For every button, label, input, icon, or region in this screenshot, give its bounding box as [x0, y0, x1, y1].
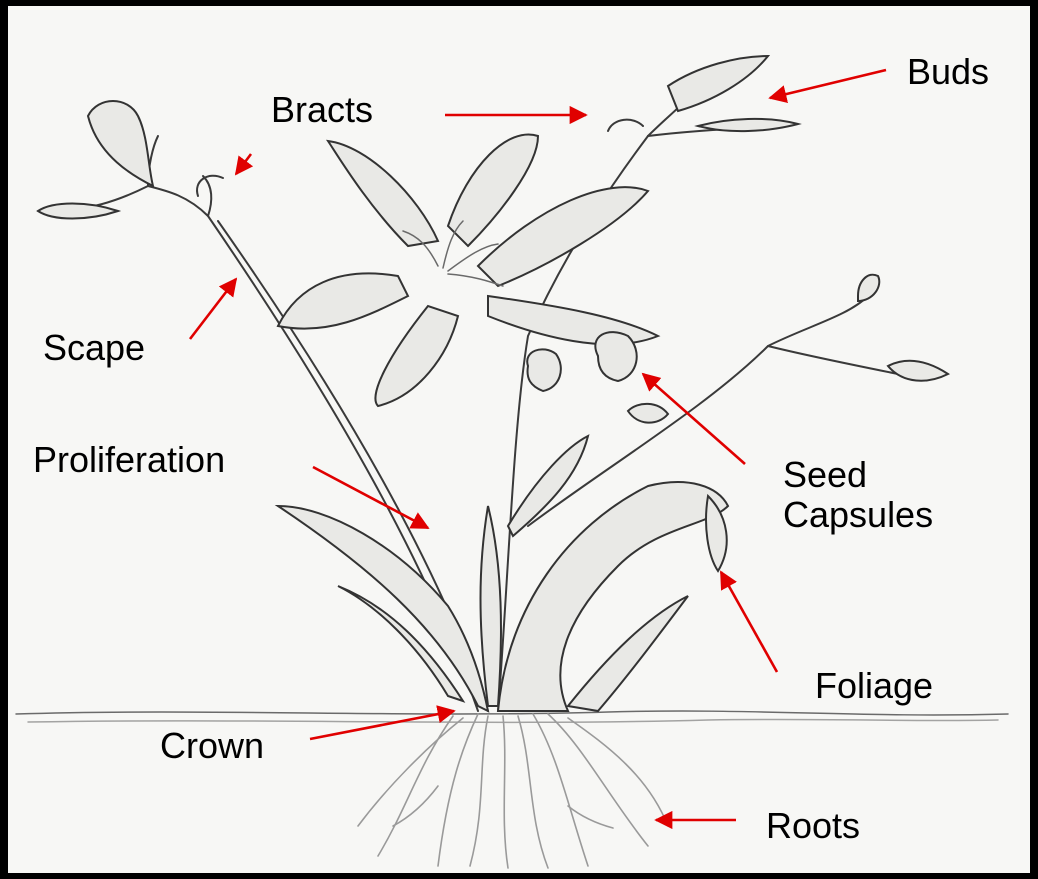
label-scape: Scape	[43, 328, 145, 368]
label-buds: Buds	[907, 52, 989, 92]
diagram-frame: Buds Bracts Scape Proliferation Seed Cap…	[8, 6, 1030, 873]
label-foliage: Foliage	[815, 666, 933, 706]
bracts	[197, 120, 643, 196]
arrow-buds	[770, 70, 886, 98]
arrow-foliage	[721, 572, 777, 672]
roots	[358, 714, 668, 868]
foliage	[278, 436, 728, 711]
label-proliferation: Proliferation	[33, 440, 225, 480]
label-roots: Roots	[766, 806, 860, 846]
ground-line	[16, 711, 1008, 722]
arrow-scape	[190, 279, 236, 339]
label-seed-line1: Seed	[783, 454, 867, 495]
label-crown: Crown	[160, 726, 264, 766]
arrow-crown	[310, 711, 454, 739]
label-seed-line2: Capsules	[783, 494, 933, 535]
label-bracts: Bracts	[271, 90, 373, 130]
label-seed-capsules: Seed Capsules	[783, 455, 933, 536]
arrow-bracts-left	[236, 154, 251, 174]
